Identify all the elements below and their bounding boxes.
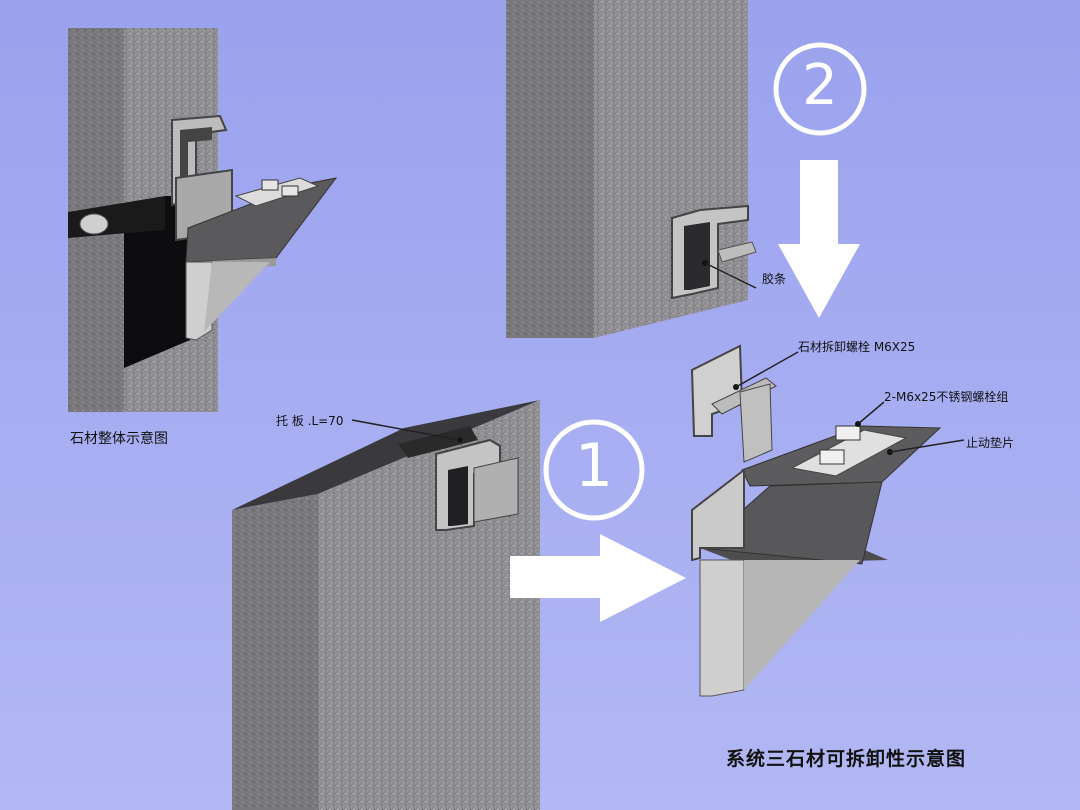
overall-caption: 石材整体示意图 [70,431,168,447]
bracket-label: 托 板 .L=70 [276,414,344,428]
step1-circle [543,419,645,521]
bolt-set-leader [857,401,885,425]
stone-panel-side [232,494,318,810]
removal-bolt-label: 石材拆卸螺栓 M6X25 [798,340,916,354]
stop-washer-label: 止动垫片 [966,436,1015,450]
stone-panel-top [232,400,540,510]
panel-clip-inner [684,222,710,290]
panel-gap-shadow [124,196,190,368]
bracket-web-side [204,262,270,332]
bracket-point [457,437,463,443]
bracket-slot [398,426,478,458]
bracket-vertical [691,467,745,562]
bolt-washer [234,177,320,207]
rubber-strip-label: 胶条 [762,272,787,286]
clip-lip [473,457,519,523]
bracket-assembly [690,344,965,697]
backer-rod [79,213,109,235]
bolt-head [819,449,845,465]
bolt-head [835,425,861,441]
main-title: 系统三石材可拆卸性示意图 [726,748,967,770]
panel-clip-inner [448,466,468,526]
stone-panel-side [506,0,594,338]
overall-stone-assembly [68,28,338,412]
rubber-strip-leader [704,262,757,289]
removal-clip [690,344,744,437]
bracket-leader [351,419,461,441]
removal-bolt-leader [735,351,799,388]
step2-circle [773,42,867,136]
down-arrow [778,160,860,318]
step1-number: 1 [574,431,614,501]
lower-stone-panel [232,400,540,810]
upper-stone-panel [506,0,757,338]
right-arrow [510,534,686,622]
bolt-set-label: 2-M6x25不锈钢螺栓组 [884,390,1009,404]
clip-lip [717,241,757,263]
removal-clip-web [739,383,773,463]
stop-washer-leader [889,439,965,453]
bracket-web-side [744,560,860,690]
step2-number: 2 [802,53,838,118]
bracket-web [699,559,745,697]
bracket-main-plate [698,481,883,565]
bolt-head [281,185,299,197]
bolt-head [261,179,279,191]
